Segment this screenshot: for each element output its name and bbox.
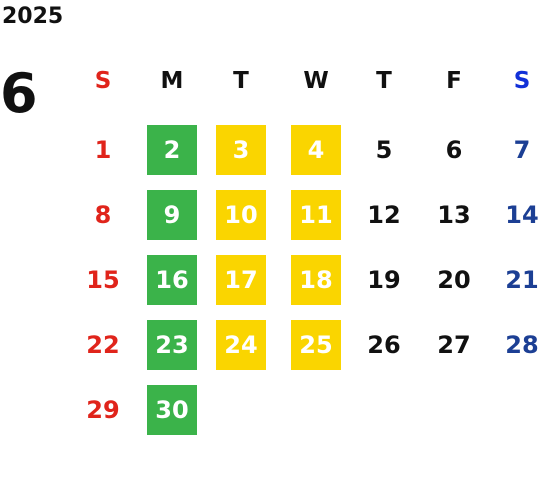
day-cell[interactable]: 16 (147, 255, 197, 305)
day-cell[interactable]: 28 (505, 331, 539, 359)
day-cell[interactable]: 15 (86, 266, 120, 294)
day-cell[interactable]: 30 (147, 385, 197, 435)
day-cell[interactable]: 2 (147, 125, 197, 175)
weekday-header: S (94, 67, 112, 94)
day-cell[interactable]: 29 (86, 396, 120, 424)
day-cell[interactable]: 18 (291, 255, 341, 305)
day-cell[interactable]: 9 (147, 190, 197, 240)
calendar-year: 2025 (2, 4, 64, 29)
weekday-header: T (233, 67, 249, 94)
day-cell[interactable]: 24 (216, 320, 266, 370)
day-cell[interactable]: 4 (291, 125, 341, 175)
day-cell[interactable]: 19 (367, 266, 401, 294)
day-cell[interactable]: 3 (216, 125, 266, 175)
weekday-header: S (513, 67, 531, 94)
day-cell[interactable]: 6 (445, 136, 463, 164)
day-cell[interactable]: 22 (86, 331, 120, 359)
day-cell[interactable]: 25 (291, 320, 341, 370)
day-cell[interactable]: 7 (513, 136, 531, 164)
calendar-month: 6 (0, 62, 38, 125)
day-cell[interactable]: 27 (437, 331, 471, 359)
day-cell[interactable]: 1 (94, 136, 112, 164)
day-cell[interactable]: 10 (216, 190, 266, 240)
day-cell[interactable]: 17 (216, 255, 266, 305)
day-cell[interactable]: 23 (147, 320, 197, 370)
day-cell[interactable]: 20 (437, 266, 471, 294)
weekday-header: F (446, 67, 462, 94)
day-cell[interactable]: 26 (367, 331, 401, 359)
day-cell[interactable]: 8 (94, 201, 112, 229)
day-cell[interactable]: 14 (505, 201, 539, 229)
day-cell[interactable]: 13 (437, 201, 471, 229)
weekday-header: W (303, 67, 329, 94)
weekday-header: M (160, 67, 184, 94)
day-cell[interactable]: 21 (505, 266, 539, 294)
day-cell[interactable]: 12 (367, 201, 401, 229)
day-cell[interactable]: 11 (291, 190, 341, 240)
day-cell[interactable]: 5 (375, 136, 393, 164)
weekday-header: T (376, 67, 392, 94)
